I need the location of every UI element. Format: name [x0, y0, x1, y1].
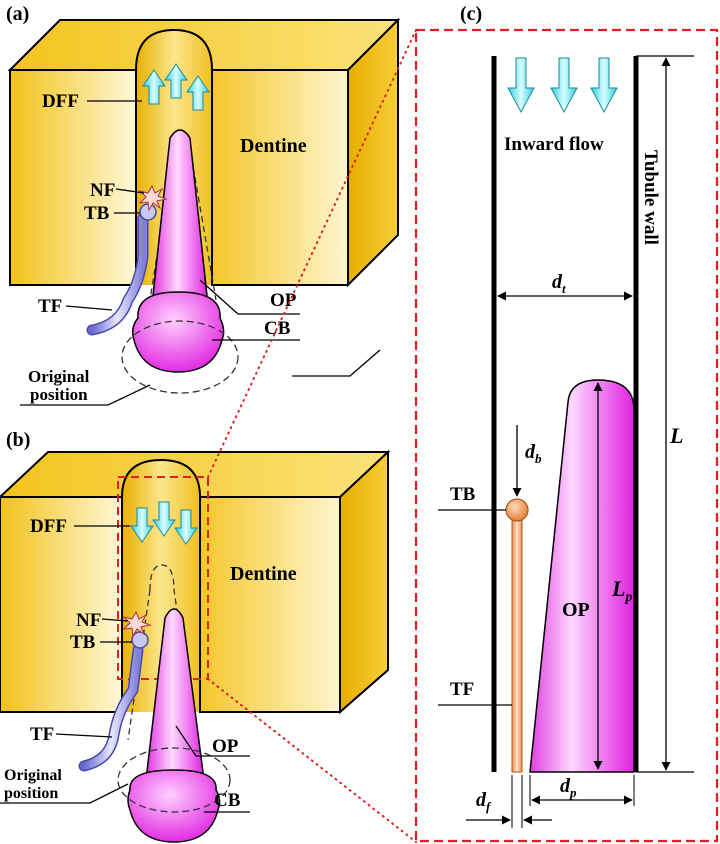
original-position-outline: [117, 747, 231, 813]
nf-label: NF: [76, 610, 101, 631]
dp-label: d: [560, 775, 571, 797]
dp-subscript: p: [569, 785, 577, 800]
tubule-wall-label: Tubule wall: [640, 150, 661, 245]
original-position-outline: [121, 320, 239, 394]
tf-label: TF: [450, 679, 474, 700]
cell-body: [131, 291, 225, 373]
db-label: d: [525, 441, 536, 463]
tb-label: TB: [450, 484, 476, 505]
dt-subscript: t: [562, 281, 566, 296]
terminal-fiber: [511, 519, 523, 773]
original-position-label-1: Original: [28, 367, 90, 386]
tf-label: TF: [30, 724, 54, 745]
df-subscript: f: [486, 799, 492, 814]
terminal-bulb: [131, 631, 149, 649]
svg-text:df: df: [476, 789, 492, 814]
leader-line: [292, 349, 381, 377]
dt-label: d: [552, 271, 563, 293]
svg-text:db: db: [525, 441, 542, 466]
panel-b-tag: (b): [6, 429, 30, 451]
odontoblast-process: [151, 129, 209, 306]
odontoblast-process: [145, 608, 205, 781]
tb-label: TB: [84, 203, 110, 224]
panel-b: (b) DFF Dentine NF TB TF: [0, 429, 391, 843]
cb-label: CB: [214, 790, 241, 811]
df-label: d: [476, 789, 487, 811]
original-position-label-2: position: [30, 385, 88, 404]
zoom-panel-frame: [414, 28, 719, 843]
inward-flow-label: Inward flow: [504, 134, 604, 155]
odontoblast-process: [529, 379, 635, 773]
dff-label: DFF: [30, 516, 67, 537]
original-position-label-2: position: [4, 785, 58, 802]
original-position-label-1: Original: [4, 767, 62, 784]
nf-star-icon: [122, 610, 152, 638]
dentine-label: Dentine: [240, 135, 307, 157]
panel-c-tag: (c): [460, 3, 482, 25]
tf-label: TF: [38, 296, 62, 317]
panel-c: (c) Inward flow Tubule wall dt L OP Lp: [414, 3, 719, 843]
dentine-label: Dentine: [230, 563, 297, 585]
terminal-bulb: [139, 203, 157, 221]
svg-text:dp: dp: [560, 775, 577, 800]
dentine-front-right: [211, 69, 349, 286]
zoom-connector-bottom: [207, 678, 417, 843]
flow-arrow-icon: [590, 57, 618, 114]
flow-arrow-icon: [550, 57, 578, 114]
panel-a: (a) DFF Dentine: [6, 3, 401, 406]
inward-flow-arrows: [507, 57, 618, 114]
nf-label: NF: [90, 180, 115, 201]
tb-label: TB: [70, 632, 96, 653]
zoom-connector-top: [207, 29, 417, 478]
op-label: OP: [212, 736, 239, 757]
db-subscript: b: [535, 451, 542, 466]
panel-a-tag: (a): [6, 3, 29, 25]
flow-arrow-icon: [507, 57, 535, 114]
dff-label: DFF: [42, 91, 79, 112]
lp-subscript: p: [624, 590, 632, 605]
cell-body: [127, 769, 221, 843]
op-label: OP: [562, 599, 590, 621]
lp-label: L: [611, 576, 625, 601]
terminal-bulb: [505, 498, 529, 522]
L-label: L: [669, 423, 683, 448]
svg-text:dt: dt: [552, 271, 566, 296]
svg-text:Lp: Lp: [611, 576, 632, 605]
op-label: OP: [270, 290, 297, 311]
zoom-region-box: [117, 476, 209, 680]
